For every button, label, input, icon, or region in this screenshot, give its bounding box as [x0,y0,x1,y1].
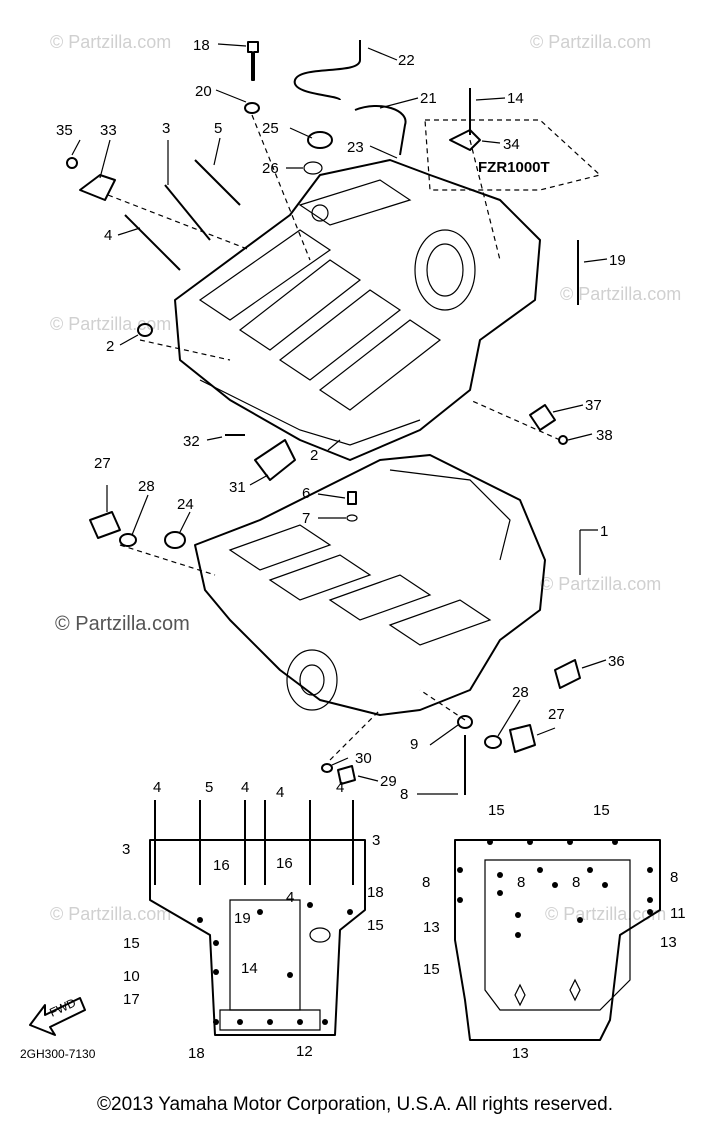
callout-13: 13 [423,919,440,936]
callout-3: 3 [122,841,130,858]
callout-35: 35 [56,122,73,139]
callout-15: 15 [367,917,384,934]
callout-8: 8 [400,786,408,803]
callout-32: 32 [183,433,200,450]
callout-12: 12 [296,1043,313,1060]
callout-15: 15 [123,935,140,952]
watermark-main: © Partzilla.com [55,613,190,635]
callout-15: 15 [423,961,440,978]
watermark: © Partzilla.com [530,32,651,52]
callout-21: 21 [420,90,437,107]
watermark: © Partzilla.com [540,574,661,594]
callout-29: 29 [380,773,397,790]
watermark: © Partzilla.com [50,32,171,52]
callout-14: 14 [507,90,524,107]
callout-2: 2 [310,447,318,464]
callout-19: 19 [234,910,251,927]
callout-38: 38 [596,427,613,444]
callout-10: 10 [123,968,140,985]
callout-numbers: 18 20 22 21 14 25 26 23 34 FZR1000T 35 3… [20,37,686,1062]
crankcase-exploded-diagram: © Partzilla.com © Partzilla.com © Partzi… [20,32,686,1062]
callout-4: 4 [104,227,112,244]
bolt-pattern-left [149,800,366,1036]
callout-5: 5 [214,120,222,137]
callout-4: 4 [286,889,294,906]
bolt-pattern-right [454,839,661,1041]
watermark: © Partzilla.com [545,904,666,924]
callout-9: 9 [410,736,418,753]
callout-14: 14 [241,960,258,977]
callout-22: 22 [398,52,415,69]
callout-23: 23 [347,139,364,156]
callout-15: 15 [488,802,505,819]
callout-5: 5 [205,779,213,796]
diagram-code: 2GH300-7130 [20,1047,96,1061]
callout-30: 30 [355,750,372,767]
callout-15: 15 [593,802,610,819]
callout-8: 8 [422,874,430,891]
callout-13: 13 [512,1045,529,1062]
callout-17: 17 [123,991,140,1008]
callout-8: 8 [517,874,525,891]
callout-8: 8 [670,869,678,886]
copyright-notice: ©2013 Yamaha Motor Corporation, U.S.A. A… [97,1094,613,1115]
callout-4: 4 [276,784,284,801]
variant-label: FZR1000T [478,159,550,176]
callout-28: 28 [512,684,529,701]
callout-34: 34 [503,136,520,153]
callout-36: 36 [608,653,625,670]
callout-18: 18 [193,37,210,54]
callout-37: 37 [585,397,602,414]
callout-33: 33 [100,122,117,139]
front-direction-arrow: FWD [29,995,86,1036]
callout-7: 7 [302,510,310,527]
callout-4: 4 [241,779,249,796]
callout-26: 26 [262,160,279,177]
callout-24: 24 [177,496,194,513]
callout-8: 8 [572,874,580,891]
callout-31: 31 [229,479,246,496]
callout-27: 27 [548,706,565,723]
callout-3: 3 [162,120,170,137]
watermark: © Partzilla.com [50,314,171,334]
callout-3: 3 [372,832,380,849]
callout-20: 20 [195,83,212,100]
dashed-alignment-lines [107,114,602,761]
callout-13: 13 [660,934,677,951]
callout-4: 4 [153,779,161,796]
callout-2: 2 [106,338,114,355]
callout-16: 16 [213,857,230,874]
callout-25: 25 [262,120,279,137]
callout-28: 28 [138,478,155,495]
callout-16: 16 [276,855,293,872]
leader-lines [71,43,608,795]
callout-11: 11 [670,905,686,922]
callout-19: 19 [609,252,626,269]
callout-18: 18 [367,884,384,901]
callout-1: 1 [600,523,608,540]
small-parts [66,40,581,795]
callout-6: 6 [302,485,310,502]
watermark: © Partzilla.com [50,904,171,924]
callout-18: 18 [188,1045,205,1062]
callout-4: 4 [336,779,344,796]
callout-27: 27 [94,455,111,472]
upper-crankcase [174,159,541,461]
lower-crankcase [194,454,546,716]
watermark: © Partzilla.com [560,284,681,304]
